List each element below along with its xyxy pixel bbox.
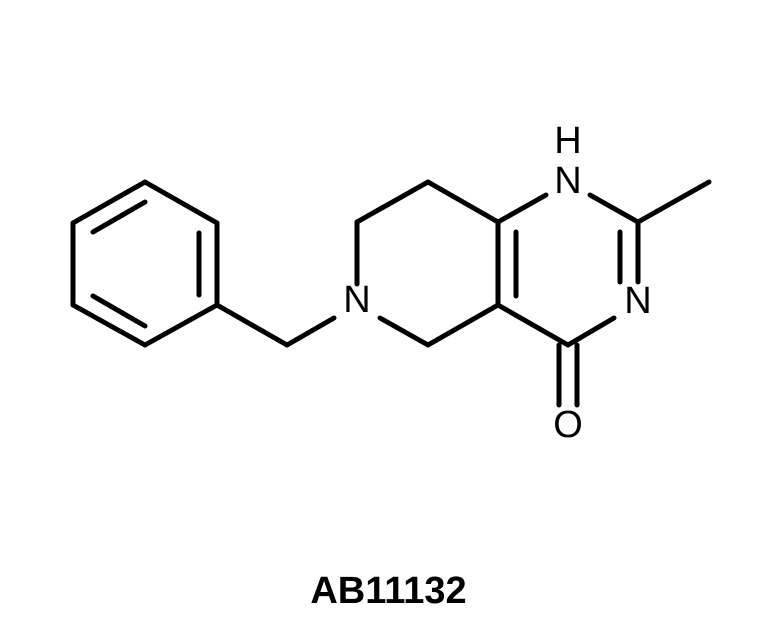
bond [70, 179, 148, 226]
bond [70, 302, 148, 348]
oxygen-label: O [553, 404, 583, 446]
nitrogen-imine-label: N [624, 280, 651, 322]
bond [354, 179, 431, 225]
double-bond-inner [90, 293, 148, 329]
nitrogen-nh-label: N [554, 160, 581, 202]
bond [565, 315, 617, 348]
piperidine-ring [354, 179, 501, 348]
hydrogen-label: H [554, 120, 581, 162]
bond [425, 302, 501, 348]
bond [377, 315, 431, 348]
bond [214, 302, 290, 348]
bond [495, 302, 571, 348]
bond [142, 302, 220, 348]
methyl-bond [635, 179, 712, 225]
compound-id: AB11132 [310, 570, 467, 612]
double-bond-inner [90, 199, 148, 235]
bond [142, 179, 220, 226]
bond [495, 192, 549, 225]
bond [587, 192, 641, 225]
pyrimidinone-ring [495, 192, 641, 348]
nitrogen-ring-label: N [343, 279, 370, 321]
bond [284, 315, 337, 348]
bond [425, 179, 501, 225]
benzene-ring [70, 179, 220, 348]
